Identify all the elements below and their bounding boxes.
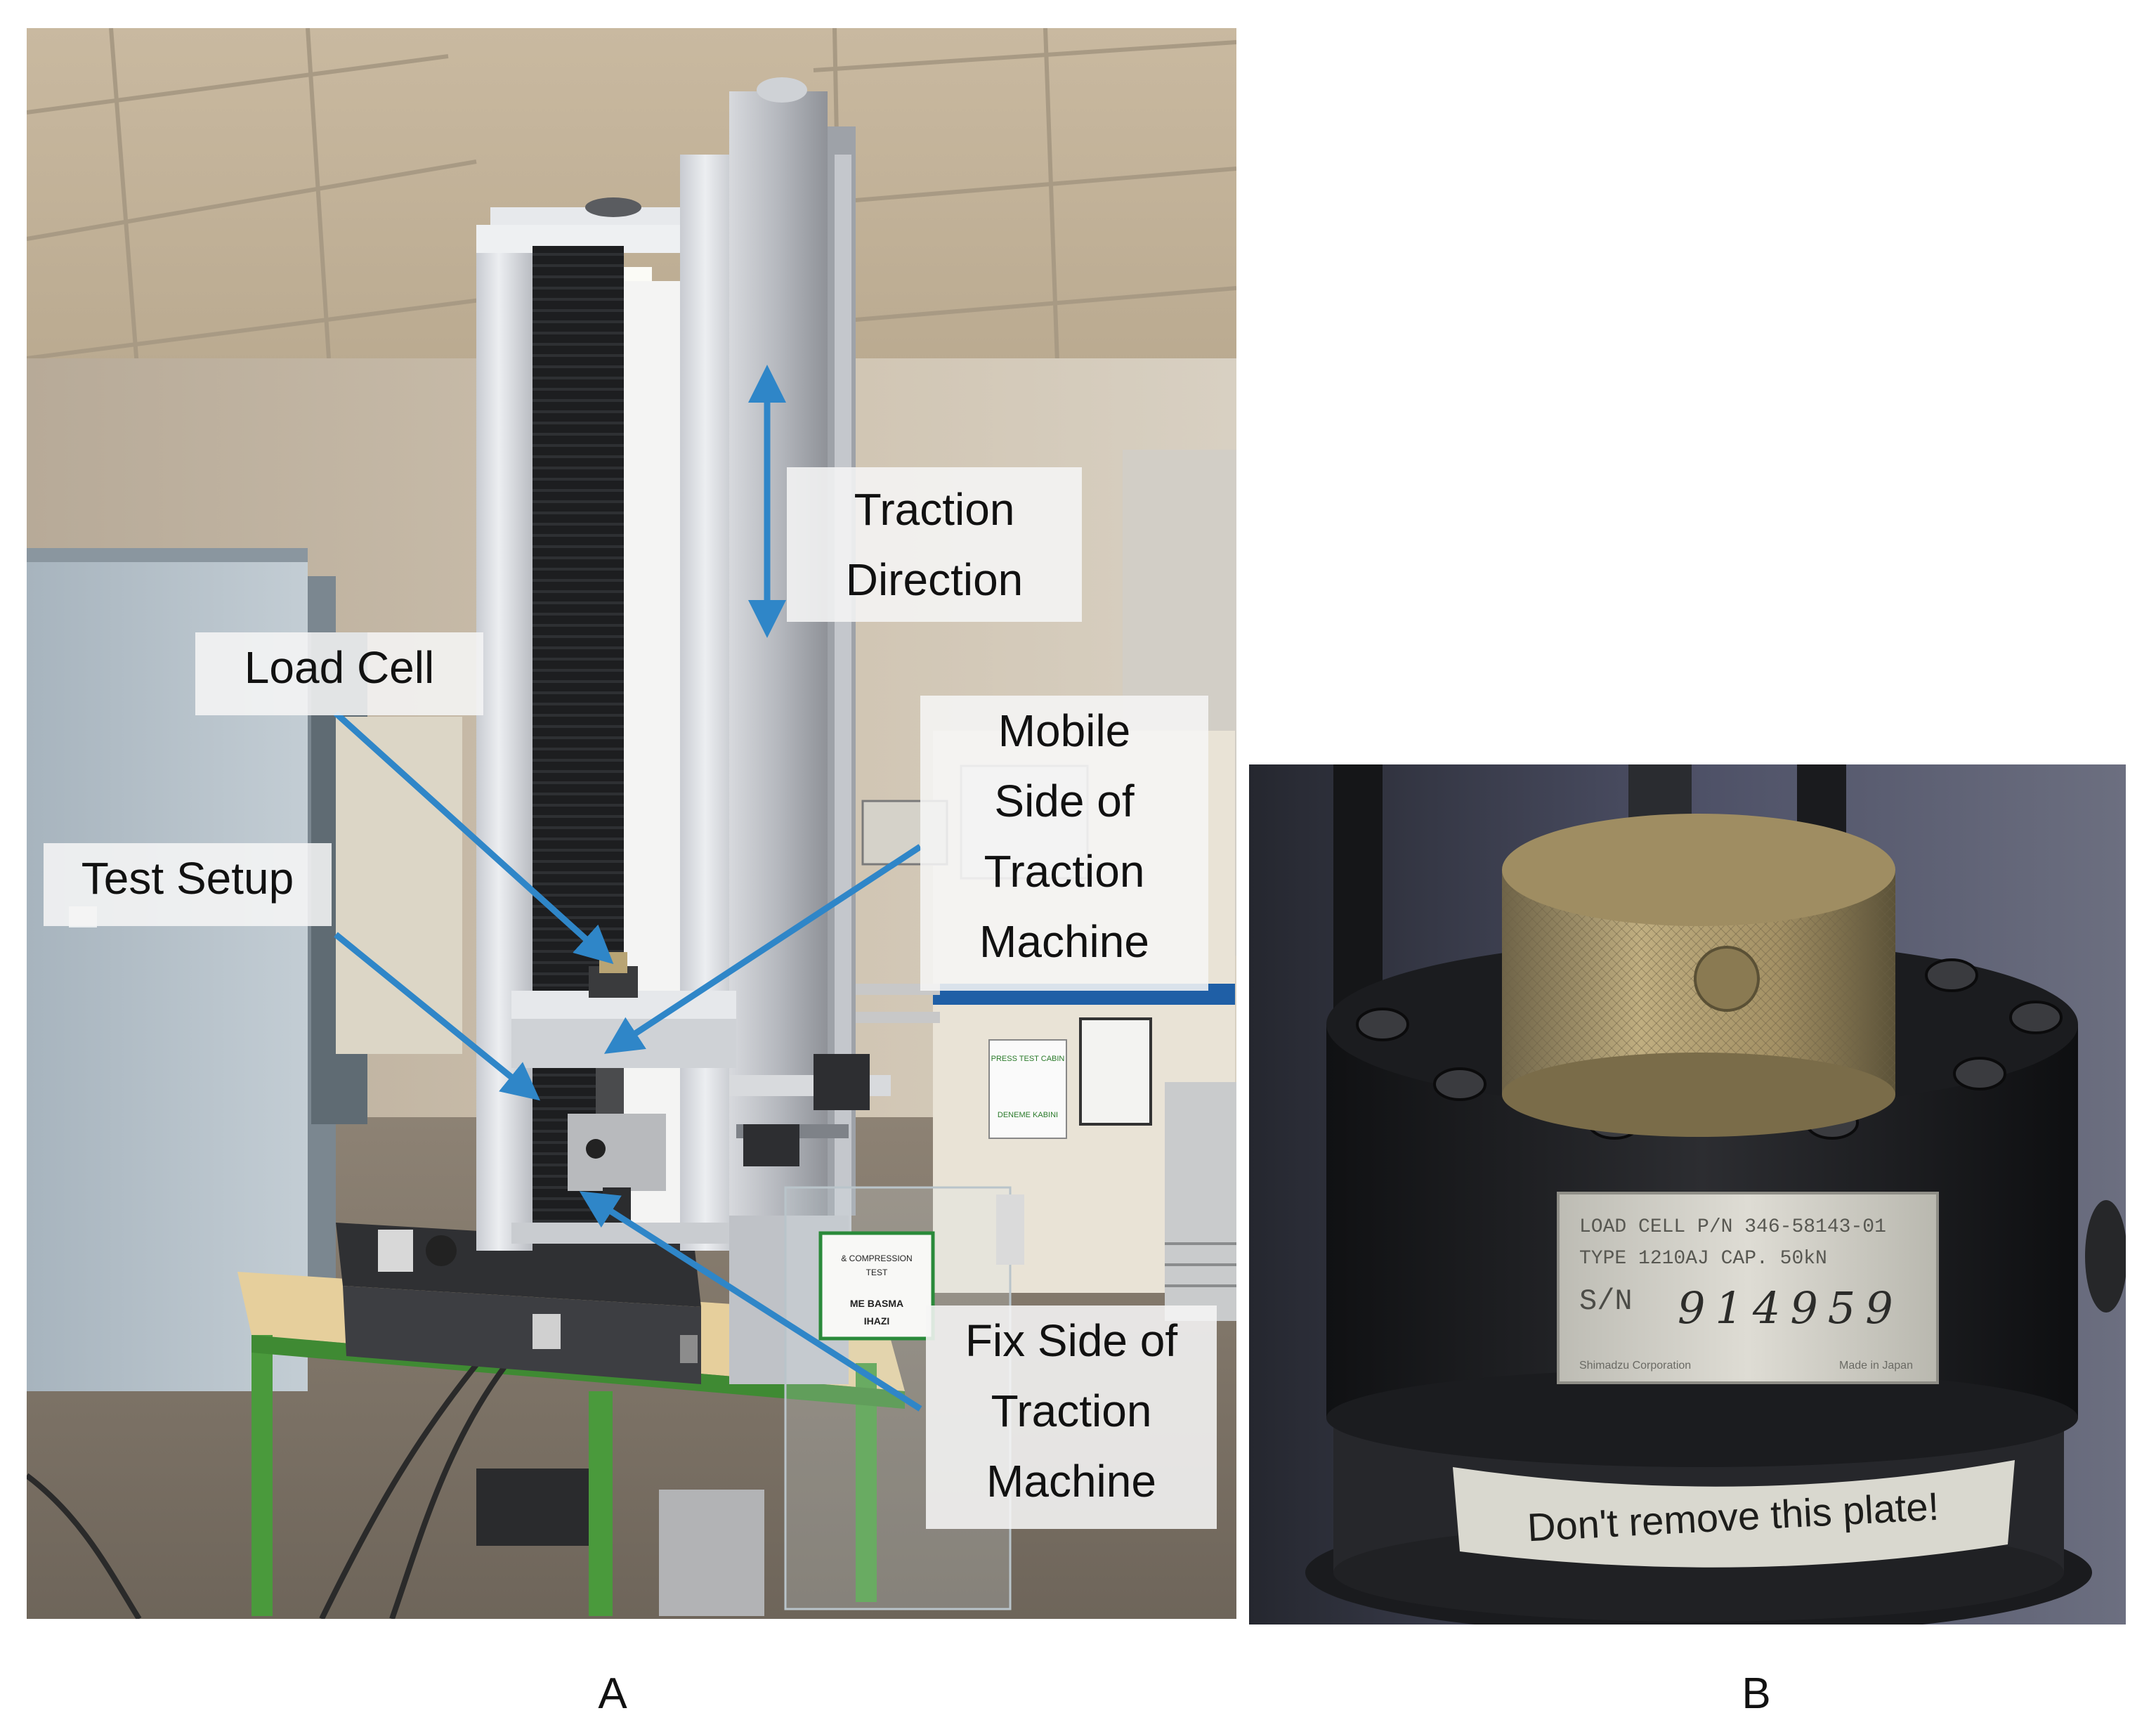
- cabin-sign-line1: PRESS TEST CABIN: [991, 1055, 1065, 1063]
- callout-fix-side: Fix Side of Traction Machine: [926, 1305, 1217, 1529]
- plate-line2: TYPE 1210AJ CAP. 50kN: [1579, 1248, 1827, 1270]
- test-sign-line3: ME BASMA: [850, 1298, 903, 1309]
- load-cell-closeup-photo: LOAD CELL P/N 346-58143-01 TYPE 1210AJ C…: [1249, 764, 2126, 1624]
- test-sign-line4: IHAZI: [864, 1315, 890, 1327]
- callout-test-setup: Test Setup: [44, 843, 332, 926]
- cabin-sign-line2: DENEME KABINI: [998, 1111, 1058, 1119]
- callout-load-cell: Load Cell: [195, 632, 483, 715]
- callout-traction-direction: Traction Direction: [787, 467, 1082, 622]
- plate-serial-number: 914959: [1678, 1282, 1903, 1334]
- test-sign-line2: TEST: [866, 1268, 888, 1277]
- plate-serial-prefix: S/N: [1579, 1284, 1633, 1318]
- plate-line1: LOAD CELL P/N 346-58143-01: [1579, 1216, 1886, 1238]
- panel-label-b: B: [1742, 1669, 1771, 1718]
- test-sign-line1: & COMPRESSION: [841, 1254, 912, 1263]
- plate-footer-left: Shimadzu Corporation: [1579, 1360, 1691, 1372]
- callout-mobile-side: Mobile Side of Traction Machine: [920, 696, 1208, 991]
- plate-footer-right: Made in Japan: [1839, 1360, 1913, 1372]
- panel-label-a: A: [598, 1669, 627, 1718]
